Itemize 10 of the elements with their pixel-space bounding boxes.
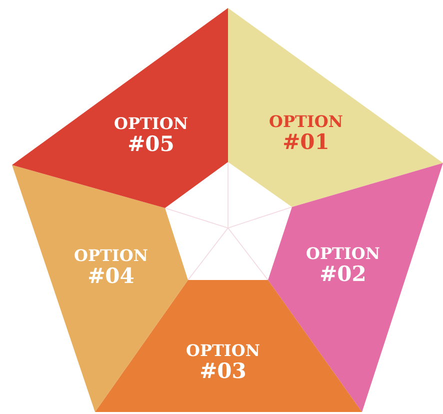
option-number: #01 bbox=[282, 131, 330, 152]
option-number: #02 bbox=[318, 263, 368, 284]
option-number: #03 bbox=[198, 360, 248, 381]
option-number: #05 bbox=[126, 133, 176, 154]
option-number: #04 bbox=[86, 265, 136, 286]
option-label: OPTION bbox=[74, 248, 148, 264]
option-label: OPTION bbox=[186, 343, 260, 359]
option-label: OPTION bbox=[114, 116, 188, 132]
option-label: OPTION bbox=[306, 246, 380, 262]
option-label: OPTION bbox=[269, 114, 343, 130]
